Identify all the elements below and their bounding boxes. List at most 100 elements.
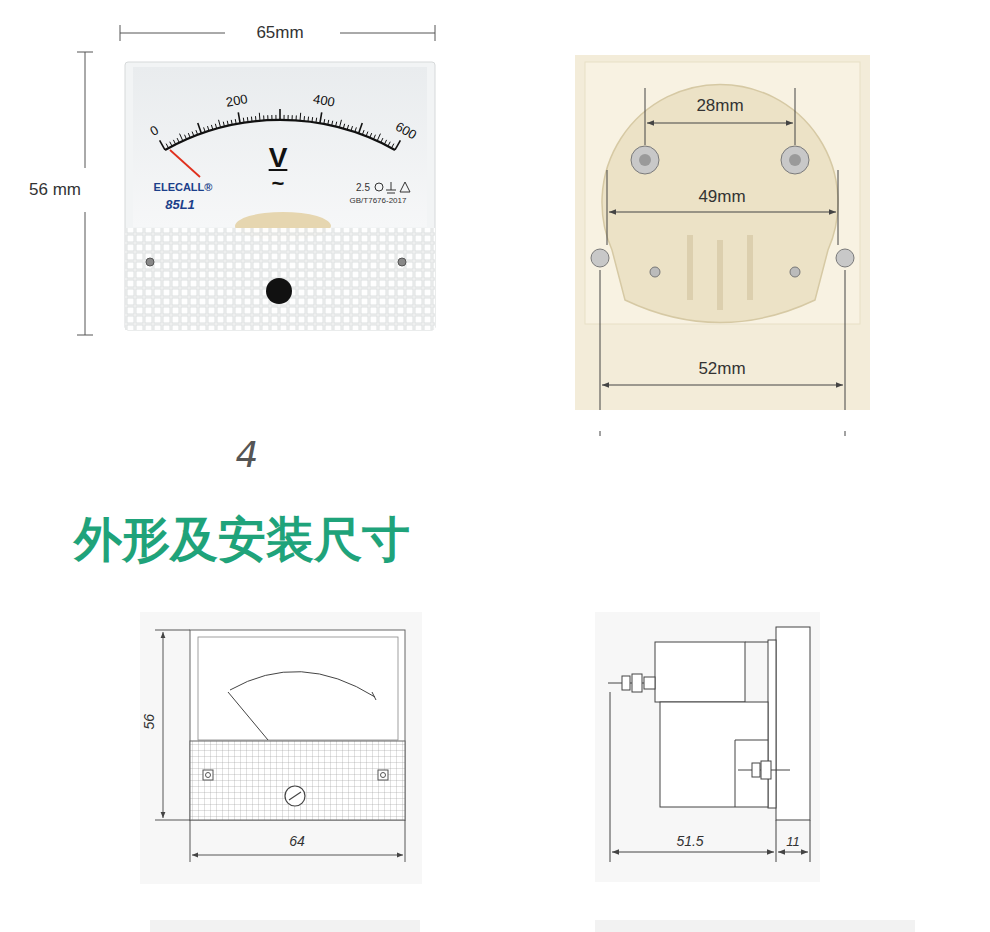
scale-number: 0 — [148, 123, 161, 139]
scale-tick — [238, 112, 240, 123]
scale-tick — [211, 125, 212, 130]
scale-tick — [359, 123, 363, 133]
scale-tick — [395, 140, 400, 150]
panel-number: 4 — [236, 435, 259, 475]
scale-tick — [307, 117, 309, 122]
screw — [398, 258, 406, 266]
dimension-label: 28mm — [696, 97, 743, 116]
screw — [206, 773, 211, 778]
dimension-label: 52mm — [698, 360, 745, 379]
brand-name: ELECALL® — [154, 181, 213, 193]
unit-symbol: V — [269, 143, 288, 174]
scale-tick — [347, 125, 348, 130]
meter-housing — [125, 62, 435, 330]
model-number: 85L1 — [165, 198, 195, 212]
scale-tick — [388, 142, 390, 146]
pointer — [228, 692, 268, 740]
back-body — [602, 84, 838, 322]
scale-tick — [366, 132, 368, 137]
pointer — [170, 150, 200, 177]
scale-tick — [185, 135, 187, 140]
terminal-stud — [631, 146, 659, 174]
scale-tick — [188, 133, 190, 138]
scale-tick — [279, 109, 281, 120]
scale-tick — [173, 140, 175, 144]
scale-tick — [300, 113, 302, 121]
scale-tick — [263, 115, 264, 120]
zero-adjust-knob — [285, 786, 305, 806]
scale-tick — [284, 115, 285, 120]
scale-tick — [243, 118, 245, 123]
dimension-line — [85, 52, 86, 168]
scale-tick — [391, 144, 393, 148]
scale-number: 400 — [312, 93, 336, 111]
meter-back-photo — [575, 55, 870, 436]
standard-number: GB/T7676-2017 — [350, 197, 407, 206]
meter-front-photo — [77, 25, 435, 335]
scale-tick — [343, 124, 344, 129]
scale-tick — [336, 122, 337, 127]
scale-tick — [292, 115, 293, 120]
scale-tick — [355, 127, 357, 132]
screw — [378, 770, 388, 780]
scale-tick — [215, 124, 216, 129]
screw — [790, 267, 800, 277]
screw — [650, 267, 660, 277]
scale-tick — [227, 121, 228, 126]
dimension-label: 56 mm — [29, 181, 81, 200]
scale-tick — [288, 115, 289, 120]
scale-tick — [267, 115, 268, 120]
meter-dial-face — [133, 67, 427, 227]
zero-adjust-knob — [266, 278, 292, 304]
scale-tick — [204, 127, 206, 132]
dial-window — [198, 637, 398, 740]
mounting-stud — [836, 249, 854, 267]
scale-tick — [259, 113, 261, 121]
section-title: 外形及安装尺寸 — [74, 508, 410, 572]
screw — [146, 258, 154, 266]
dimension-tick — [435, 25, 436, 41]
dimension-line — [85, 212, 86, 335]
scale-tick — [384, 140, 386, 144]
accuracy-class: 2.5 — [356, 182, 370, 193]
dimension-line — [120, 33, 225, 34]
dimension-label: 11 — [786, 835, 800, 849]
clear-cover — [125, 228, 435, 330]
scale-tick — [296, 115, 297, 120]
dimension-tick — [77, 52, 93, 53]
scale-tick — [219, 120, 221, 128]
scale-tick — [192, 132, 194, 137]
scale-tick — [328, 120, 329, 125]
dimension-label: 56 — [142, 714, 157, 730]
scale-tick — [311, 117, 313, 122]
terminal-stud — [639, 154, 651, 166]
scale-number: 600 — [393, 119, 419, 142]
scale-tick — [315, 118, 317, 123]
dimension-line — [340, 33, 435, 34]
drawing-ground — [140, 612, 422, 884]
terminal-stud — [781, 146, 809, 174]
scale-tick — [231, 120, 232, 125]
next-panel — [150, 920, 420, 932]
safety-symbols — [375, 182, 410, 193]
scale-end — [372, 692, 376, 700]
scale-tick — [170, 142, 172, 146]
scale-tick — [177, 138, 179, 143]
dimension-label: 65mm — [256, 24, 303, 43]
ac-symbol: ~ — [272, 172, 285, 196]
scale-tick — [160, 140, 165, 150]
scale-tick — [381, 138, 383, 143]
dimension-tick — [120, 25, 121, 41]
dimension-label: 51.5 — [676, 834, 703, 849]
dimension-lines — [155, 630, 405, 862]
scale-tick — [166, 144, 168, 148]
scale-tick — [180, 134, 183, 141]
scale-tick — [362, 130, 364, 135]
dimension-lines — [600, 88, 845, 436]
back-ground — [575, 55, 870, 410]
next-panel — [595, 920, 915, 932]
screw — [203, 770, 213, 780]
scale-tick — [320, 112, 322, 123]
